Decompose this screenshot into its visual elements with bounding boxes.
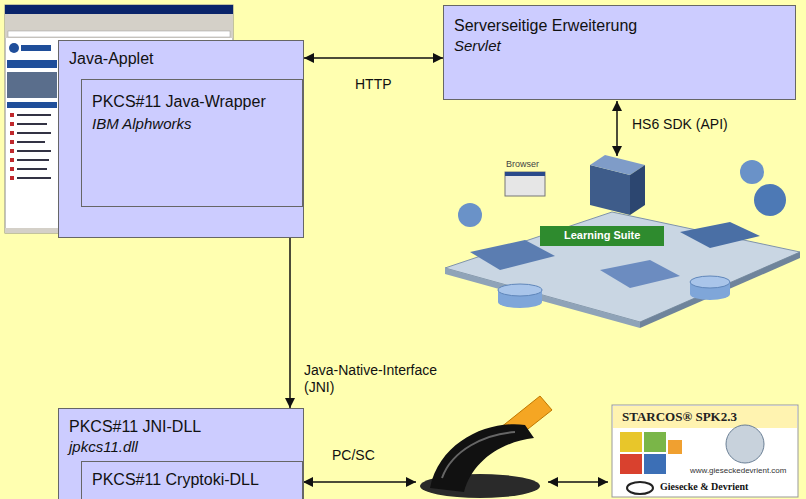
nav-item: [17, 123, 47, 125]
database-cylinder: [690, 288, 730, 300]
platform-edge: [445, 268, 640, 328]
interface-label: PC/SC: [332, 447, 375, 464]
module-block: [600, 260, 680, 288]
platform-top: [445, 212, 800, 322]
box-title: PKCS#11 Cryptoki-DLL: [92, 470, 259, 489]
connector-label: Java-Native-Interface (JNI): [302, 362, 466, 396]
nav-bullet: [10, 149, 14, 153]
smart-card: [612, 405, 798, 497]
badge-circle: [754, 184, 786, 216]
module-block: [680, 222, 760, 248]
card-arrow: [548, 481, 608, 483]
api-arrow: [616, 101, 618, 156]
component-box: Serverseitige ErweiterungServlet: [443, 5, 796, 100]
platform-edge: [640, 252, 800, 328]
badge-circle: [740, 160, 764, 184]
nav-item: [17, 177, 51, 179]
database-cylinder: [690, 276, 730, 288]
nav-item: [17, 150, 51, 152]
nav-item: [17, 132, 51, 134]
illustration-label: Learning Suite: [564, 229, 640, 242]
box-subtitle: IBM Alphworks: [92, 115, 191, 133]
tool-bar: [5, 14, 233, 38]
card-logo-square: [620, 454, 642, 474]
module-block: [470, 240, 555, 270]
certification-seal: [726, 425, 764, 463]
nav-bullet: [10, 158, 14, 162]
box-subtitle: jpkcs11.dll: [69, 438, 138, 456]
illustration-label: Browser: [506, 159, 539, 170]
suite-band: [540, 226, 664, 246]
pcsc-arrow: [303, 481, 416, 483]
connector-label: HTTP: [353, 76, 394, 93]
card-logo-square: [644, 454, 666, 474]
nav-bullet: [10, 176, 14, 180]
nav-item: [17, 114, 51, 116]
box-title: PKCS#11 JNI-DLL: [69, 417, 201, 436]
header-photo: [7, 72, 57, 98]
gd-logo: [627, 482, 653, 494]
component-box: PKCS#11 JNI-DLL jpkcs11.dllPKCS#11 Crypto…: [58, 408, 304, 499]
card-logo-square: [620, 432, 642, 452]
connector-arrow: [304, 57, 443, 59]
card-url: www.gieseckedevrient.com: [690, 466, 786, 476]
nav-item: [17, 159, 49, 161]
address-bar: [8, 31, 230, 37]
box-subtitle: Servlet: [454, 37, 501, 55]
card-brand: Giesecke & Devrient: [660, 481, 748, 493]
nav-stripe: [7, 60, 57, 68]
box-title: PKCS#11 Java-Wrapper: [92, 92, 266, 111]
nav-item: [17, 141, 45, 143]
badge-circle: [458, 203, 482, 227]
nav-bullet: [10, 122, 14, 126]
nav-bullet: [10, 140, 14, 144]
title-bar: [5, 5, 233, 14]
card-label: STARCOS® SPK2.3: [622, 409, 737, 425]
nav-stripe: [7, 102, 57, 108]
nav-bullet: [10, 131, 14, 135]
interface-label: HS6 SDK (API): [632, 116, 728, 133]
box-title: Java-Applet: [69, 49, 154, 68]
card-logo-square: [668, 440, 682, 454]
reader-highlight: [442, 432, 515, 478]
nav-item: [17, 168, 47, 170]
component-box: PKCS#11 Cryptoki-DLL: [81, 461, 303, 499]
component-box: Java-AppletPKCS#11 Java-WrapperIBM Alphw…: [58, 40, 304, 238]
browser-icon-bar: [505, 172, 545, 176]
card-header: [613, 406, 797, 428]
server-block-side: [630, 165, 645, 215]
nav-bullet: [10, 113, 14, 117]
site-logo: [9, 43, 19, 53]
reader-body: [430, 424, 534, 492]
site-logo-text: [21, 45, 51, 51]
card-logo-square: [644, 432, 666, 452]
database-cylinder: [498, 296, 542, 308]
nav-bullet: [10, 167, 14, 171]
box-title: Serverseitige Erweiterung: [454, 16, 637, 35]
component-box: PKCS#11 Java-WrapperIBM Alphworks: [81, 79, 303, 207]
database-cylinder: [498, 284, 542, 296]
browser-icon: [505, 172, 545, 196]
